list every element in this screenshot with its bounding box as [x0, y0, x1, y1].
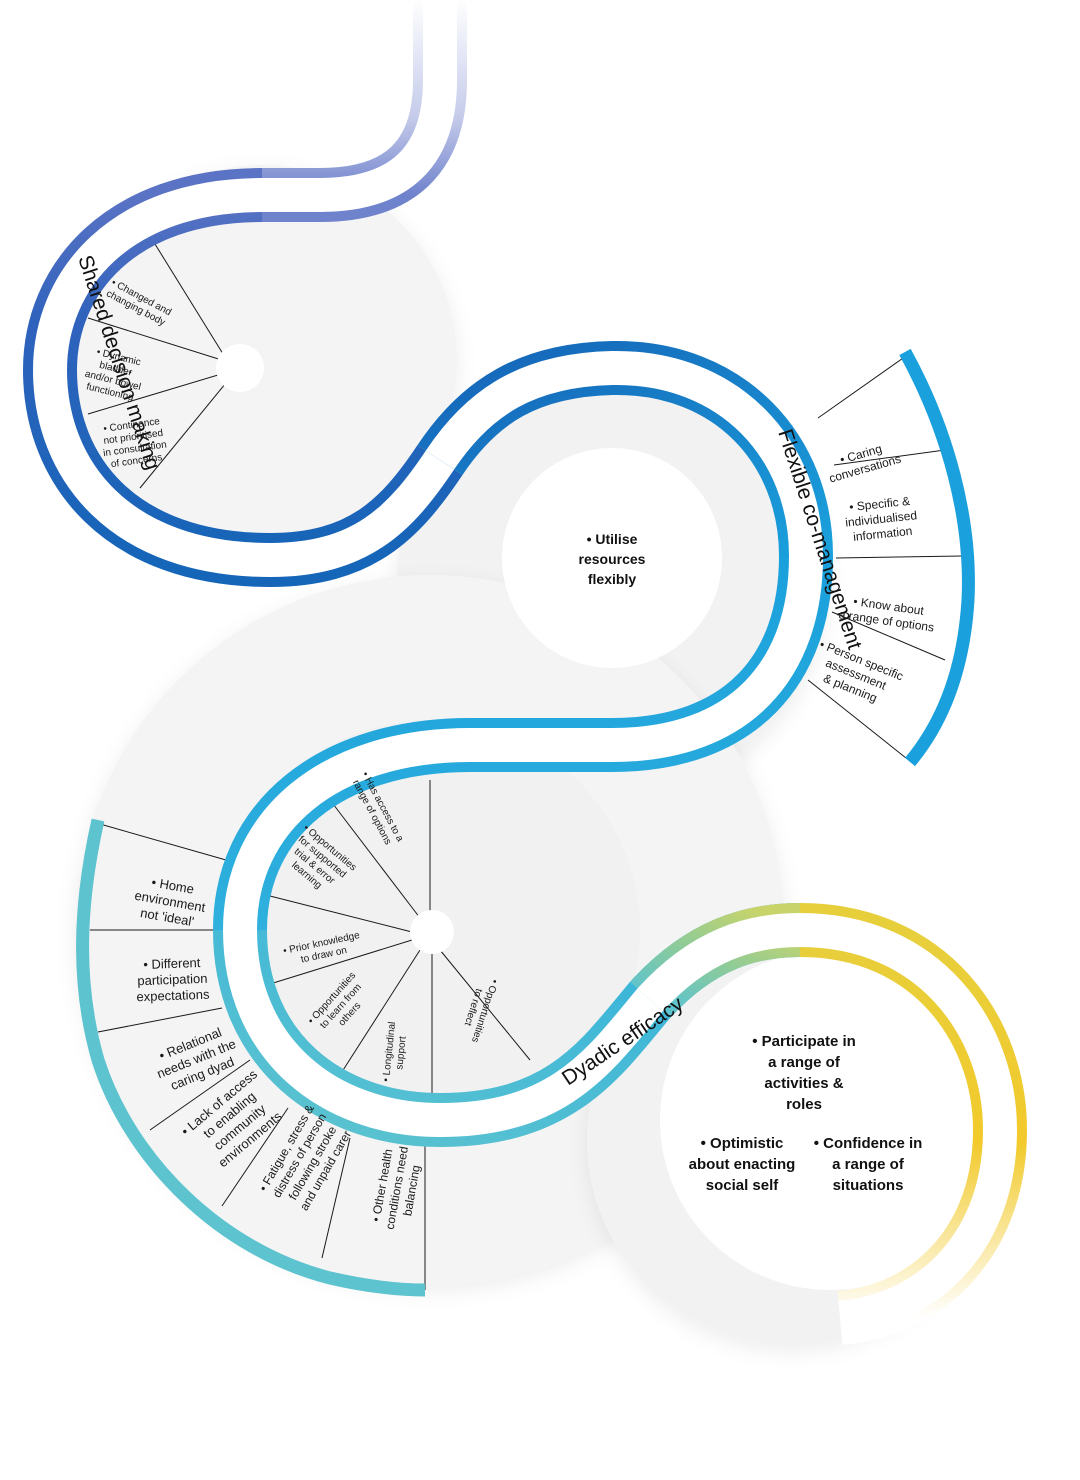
ribbon-middle — [417, 340, 833, 557]
ribbon-shared-decision-making — [22, 168, 463, 588]
dyadic-inner-item-5: • Longitudinalsupport — [381, 1021, 410, 1083]
shared-decision-making-fan — [87, 235, 264, 489]
dyadic-outer-item-2: • Differentparticipationexpectations — [135, 955, 210, 1005]
fcm-item-1: • Caringconversations — [823, 437, 902, 485]
ribbon-flexible-co-management — [213, 555, 833, 931]
ribbon-outcomes — [630, 903, 1028, 1345]
fcm-item-4: • Person specificassessment& planning — [806, 637, 905, 711]
flexible-co-management-fan — [807, 355, 963, 759]
sdm-item-3: • Continencenot prioritisedin consultati… — [99, 416, 169, 471]
dyadic-inner-fan — [269, 780, 531, 1100]
dyadic-outer-fan — [90, 823, 426, 1290]
fan-outer-arcs — [76, 348, 975, 1297]
dyadic-outer-item-1: • Homeenvironmentnot 'ideal' — [131, 872, 210, 931]
fcm-item-2: • Specific &individualisedinformation — [843, 493, 919, 544]
ribbon-top — [262, 0, 467, 222]
